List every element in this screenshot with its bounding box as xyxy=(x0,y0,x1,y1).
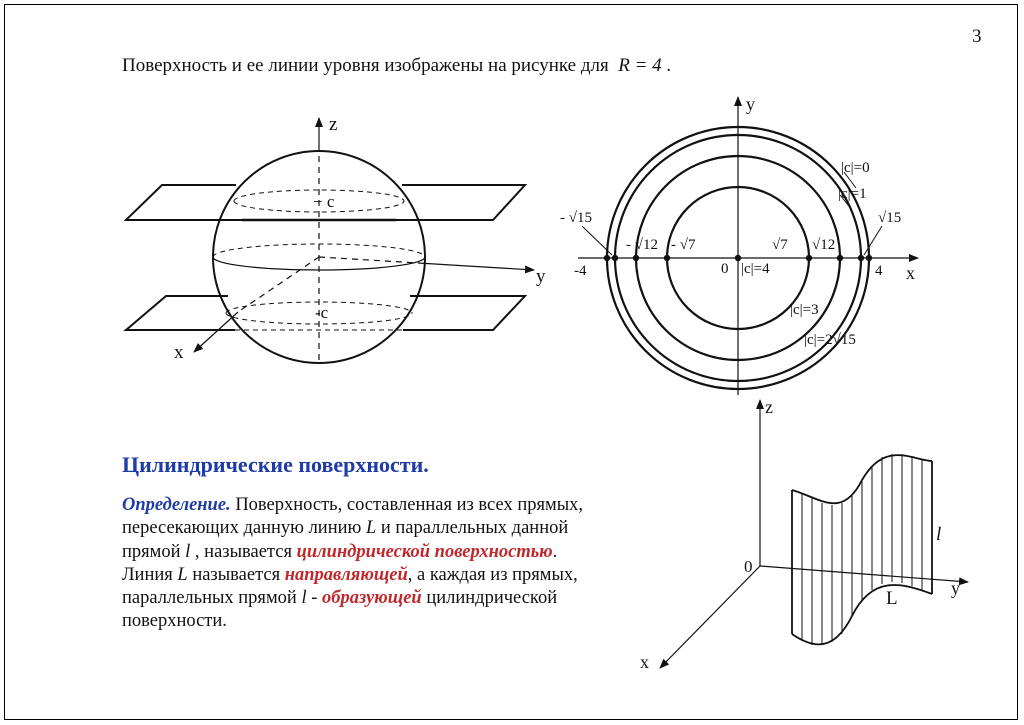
level-point-neg4 xyxy=(603,254,611,262)
definition-label: Определение. xyxy=(122,495,231,515)
level-label-neg-sqrt12: - √12 xyxy=(626,237,658,253)
section-heading: Цилиндрические поверхности. xyxy=(122,452,429,477)
term-generator: образующей xyxy=(322,588,422,609)
intro-formula: R = 4 xyxy=(618,55,662,76)
cyl-origin-label: 0 xyxy=(744,557,753,576)
level-leader-sqrt15 xyxy=(863,225,883,256)
definition-text-1: Поверхность, составленная из всех прямых… xyxy=(122,495,584,539)
sphere-axis-z-label: z xyxy=(329,114,337,135)
sphere-figure: z y x − c -c xyxy=(123,114,546,364)
level-label-neg-sqrt15: - √15 xyxy=(560,210,592,226)
level-leader-neg-sqrt15 xyxy=(581,225,613,256)
term-directrix: направляющей xyxy=(284,564,408,585)
sphere-y-axis xyxy=(318,256,419,264)
sphere-upper-plane-right xyxy=(396,184,528,221)
level-label-c4: |c|=4 xyxy=(741,261,770,277)
level-origin-label: 0 xyxy=(721,261,729,277)
cyl-x-axis xyxy=(659,565,761,669)
sphere-lower-section-back xyxy=(225,301,413,314)
level-label-c3: |c|=3 xyxy=(790,302,819,318)
level-leader-c0 xyxy=(843,171,857,189)
cyl-y-axis xyxy=(759,565,969,586)
level-leader-c1 xyxy=(839,194,849,206)
definition-text-3: , называется xyxy=(190,541,297,562)
var-L-2: L xyxy=(177,564,188,585)
cyl-axis-x-label: x xyxy=(640,652,649,672)
level-tick-right-label: 4 xyxy=(875,263,883,279)
level-point-sqrt15 xyxy=(857,254,865,262)
level-tick-left-label: -4 xyxy=(574,263,587,279)
sphere-upper-section-front xyxy=(233,200,405,213)
sphere-upper-section-back xyxy=(233,189,405,202)
var-l: l xyxy=(185,541,191,562)
sphere-y-axis-out xyxy=(417,262,535,274)
cyl-axis-z-label: z xyxy=(765,397,773,417)
sphere-equator-front xyxy=(212,256,426,271)
definition-text-8: - xyxy=(306,588,322,609)
sphere-x-axis xyxy=(237,256,320,313)
sphere-axis-x-label: x xyxy=(174,342,184,363)
var-L: L xyxy=(365,518,377,539)
definition-text-5: Линия xyxy=(122,564,178,585)
level-label-sqrt15: √15 xyxy=(878,210,901,226)
level-point-sqrt12 xyxy=(836,254,844,262)
definition-text-7: , а каждая из прямых, параллельных прямо… xyxy=(122,564,578,609)
level-label-sqrt7: √7 xyxy=(772,237,788,253)
cyl-generators xyxy=(801,454,923,645)
sphere-lower-plane xyxy=(123,295,235,331)
level-label-neg-sqrt7: - √7 xyxy=(671,237,696,253)
slide-frame xyxy=(4,4,1018,720)
sphere-lower-section-front xyxy=(225,312,413,325)
cyl-axis-y-label: y xyxy=(951,578,960,598)
term-cylindrical-surface: цилиндрической поверхностью xyxy=(296,541,553,562)
level-point-neg-sqrt15 xyxy=(611,254,619,262)
definition-text-4: . xyxy=(552,541,558,562)
sphere-x-axis-out xyxy=(193,311,239,353)
level-point-4 xyxy=(865,254,873,262)
sphere-axis-y-label: y xyxy=(536,266,546,287)
level-labels: y x 0 -4 4 - √15 - √12 - √7 √7 √12 √15 |… xyxy=(560,94,915,348)
sphere-lower-plane-right xyxy=(403,295,528,331)
level-points xyxy=(603,254,873,262)
sphere-upper-plane-label: − c xyxy=(313,192,335,211)
level-lines-figure: y x 0 -4 4 - √15 - √12 - √7 √7 √12 √15 |… xyxy=(560,94,919,395)
intro-text: Поверхность и ее линии уровня изображены… xyxy=(122,55,671,77)
cyl-top-curve xyxy=(791,454,933,505)
intro-suffix: . xyxy=(666,55,672,76)
level-label-c2sqrt15: |c|=2√15 xyxy=(804,332,856,348)
definition-paragraph: Определение. Поверхность, составленная и… xyxy=(122,494,622,634)
level-point-origin xyxy=(734,254,742,262)
cyl-generator-label: l xyxy=(936,524,941,545)
definition-text-2: и параллельных данной прямой xyxy=(122,518,569,562)
level-label-sqrt12: √12 xyxy=(812,237,835,253)
sphere-lower-plane-label: -c xyxy=(315,303,329,322)
sphere-equator-back xyxy=(212,243,426,258)
intro-sentence: Поверхность и ее линии уровня изображены… xyxy=(122,55,609,76)
level-point-neg-sqrt12 xyxy=(632,254,640,262)
definition-text-9: цилиндрической поверхности. xyxy=(122,588,558,632)
level-point-neg-sqrt7 xyxy=(663,254,671,262)
var-l-2: l xyxy=(301,588,307,609)
level-point-sqrt7 xyxy=(805,254,813,262)
definition-text-6: называется xyxy=(187,564,285,585)
level-label-c0: |c|=0 xyxy=(841,160,870,176)
level-axis-x-label: x xyxy=(906,263,915,283)
cyl-directrix-label: L xyxy=(886,588,898,609)
cylinder-figure: z y x 0 l L xyxy=(640,397,969,672)
sphere-upper-plane xyxy=(123,184,242,221)
level-label-c1: |c|=1 xyxy=(838,186,867,202)
page-number: 3 xyxy=(972,26,982,47)
level-axis-y-label: y xyxy=(746,94,755,114)
